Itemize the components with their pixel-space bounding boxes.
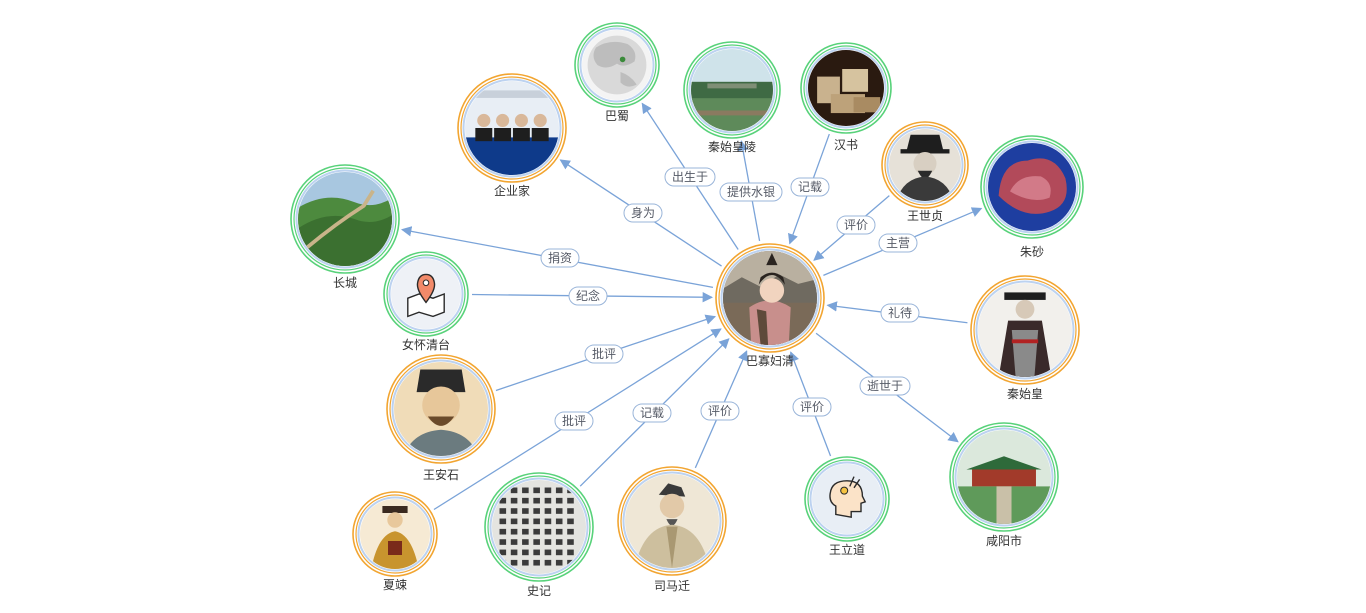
node-shiji[interactable]: 史记	[484, 472, 594, 598]
edge-label-nvhuaiqingtai[interactable]: 纪念	[568, 286, 608, 306]
edge-label-pill	[584, 344, 624, 364]
meeting-image	[465, 81, 559, 175]
edge-label-pill	[632, 403, 672, 423]
edge-label-wangshizhen[interactable]: 评价	[836, 215, 876, 235]
node-label-shiji: 史记	[527, 584, 551, 598]
edge-label-pill	[880, 303, 920, 323]
node-label-wangshizhen: 王世贞	[907, 209, 943, 223]
node-label-xialian: 夏竦	[383, 578, 407, 592]
head-icon	[812, 464, 882, 534]
edge-label-bashu[interactable]: 出生于	[664, 167, 716, 187]
edge-label-qinshihuang[interactable]: 礼待	[880, 303, 920, 323]
node-label-hanshu: 汉书	[834, 138, 858, 152]
node-xialian[interactable]: 夏竦	[352, 491, 438, 592]
node-hanshu[interactable]: 汉书	[800, 42, 892, 152]
node-label-qinshihuang: 秦始皇	[1007, 387, 1043, 401]
globe-image	[582, 30, 652, 100]
edge-label-pill	[568, 286, 608, 306]
great-wall-image	[298, 172, 392, 266]
edge-label-text: 记载	[798, 180, 822, 194]
edge-label-wanglidao[interactable]: 评价	[792, 397, 832, 417]
map-pin-icon	[391, 259, 461, 329]
node-zhusha[interactable]: 朱砂	[980, 135, 1084, 259]
node-label-nvhuaiqingtai: 女怀清台	[402, 337, 450, 352]
cinnabar-image	[988, 143, 1076, 231]
node-label-xianyang: 咸阳市	[986, 533, 1022, 548]
edge-label-text: 逝世于	[867, 379, 903, 393]
edge-label-pill	[623, 203, 663, 223]
node-wanganshi[interactable]: 王安石	[386, 354, 496, 482]
books-image	[808, 50, 884, 126]
edge-label-wanganshi[interactable]: 批评	[584, 344, 624, 364]
edge-label-xianyang[interactable]: 逝世于	[859, 376, 911, 396]
edge-label-pill	[554, 411, 594, 431]
node-qinling[interactable]: 秦始皇陵	[683, 41, 781, 154]
node-label-qiyejia: 企业家	[494, 183, 530, 198]
node-bashu[interactable]: 巴蜀	[574, 22, 660, 123]
edge-label-pill	[700, 401, 740, 421]
edge-label-pill	[719, 182, 783, 202]
node-label-qinling: 秦始皇陵	[708, 140, 756, 154]
mausoleum-image	[691, 49, 773, 131]
edge-label-qiyejia[interactable]: 身为	[623, 203, 663, 223]
edge-label-pill	[790, 177, 830, 197]
edge-label-pill	[859, 376, 911, 396]
node-label-center: 巴寡妇清	[746, 353, 794, 368]
node-label-wanglidao: 王立道	[829, 542, 865, 557]
edge-label-pill	[878, 233, 918, 253]
edge-label-pill	[540, 248, 580, 268]
portrait-official-image	[360, 499, 430, 569]
edge-label-pill	[792, 397, 832, 417]
portrait-ming-image	[889, 129, 961, 201]
edge-label-zhusha[interactable]: 主营	[878, 233, 918, 253]
edge-label-shiji[interactable]: 记载	[632, 403, 672, 423]
edge-label-hanshu[interactable]: 记载	[790, 177, 830, 197]
edge-label-text: 评价	[800, 400, 824, 414]
node-wanglidao[interactable]: 王立道	[804, 456, 890, 557]
edge-label-xialian[interactable]: 批评	[554, 411, 594, 431]
temple-image	[957, 430, 1051, 524]
node-label-simaqian: 司马迁	[654, 579, 690, 593]
edge-label-text: 出生于	[672, 170, 708, 184]
edge-label-text: 礼待	[888, 305, 912, 320]
calligraphy-image	[492, 480, 586, 574]
edge-label-text: 记载	[640, 406, 664, 420]
edge-label-text: 身为	[631, 205, 655, 220]
node-simaqian[interactable]: 司马迁	[617, 466, 727, 593]
portrait-wang-image	[394, 362, 488, 456]
edge-label-changcheng[interactable]: 捐资	[540, 248, 580, 268]
edge-label-text: 捐资	[548, 251, 572, 265]
node-center[interactable]: 巴寡妇清	[715, 243, 825, 368]
node-changcheng[interactable]: 长城	[290, 164, 400, 290]
portrait-woman-image	[723, 251, 817, 345]
node-label-changcheng: 长城	[333, 276, 357, 290]
edge-label-text: 纪念	[576, 288, 600, 303]
portrait-emperor-image	[978, 283, 1072, 377]
edge-label-text: 评价	[708, 404, 732, 418]
edge-label-text: 评价	[844, 218, 868, 232]
node-label-zhusha: 朱砂	[1020, 245, 1044, 259]
node-label-bashu: 巴蜀	[605, 109, 629, 123]
node-label-wanganshi: 王安石	[423, 467, 459, 482]
edge-label-simaqian[interactable]: 评价	[700, 401, 740, 421]
node-wangshizhen[interactable]: 王世贞	[881, 121, 969, 223]
edge-label-text: 批评	[562, 413, 586, 428]
edge-label-text: 主营	[886, 236, 910, 250]
edge-label-text: 批评	[592, 346, 616, 361]
edge-label-pill	[664, 167, 716, 187]
node-qinshihuang[interactable]: 秦始皇	[970, 275, 1080, 401]
node-nvhuaiqingtai[interactable]: 女怀清台	[383, 251, 469, 352]
node-xianyang[interactable]: 咸阳市	[949, 422, 1059, 548]
edge-label-text: 提供水银	[727, 184, 775, 199]
edge-label-qinling[interactable]: 提供水银	[719, 182, 783, 202]
node-qiyejia[interactable]: 企业家	[457, 73, 567, 198]
edge-label-pill	[836, 215, 876, 235]
edge-labels-layer: 出生于提供水银记载评价主营礼待逝世于评价评价记载批评批评纪念捐资身为	[540, 167, 920, 431]
portrait-scholar-image	[625, 474, 719, 568]
